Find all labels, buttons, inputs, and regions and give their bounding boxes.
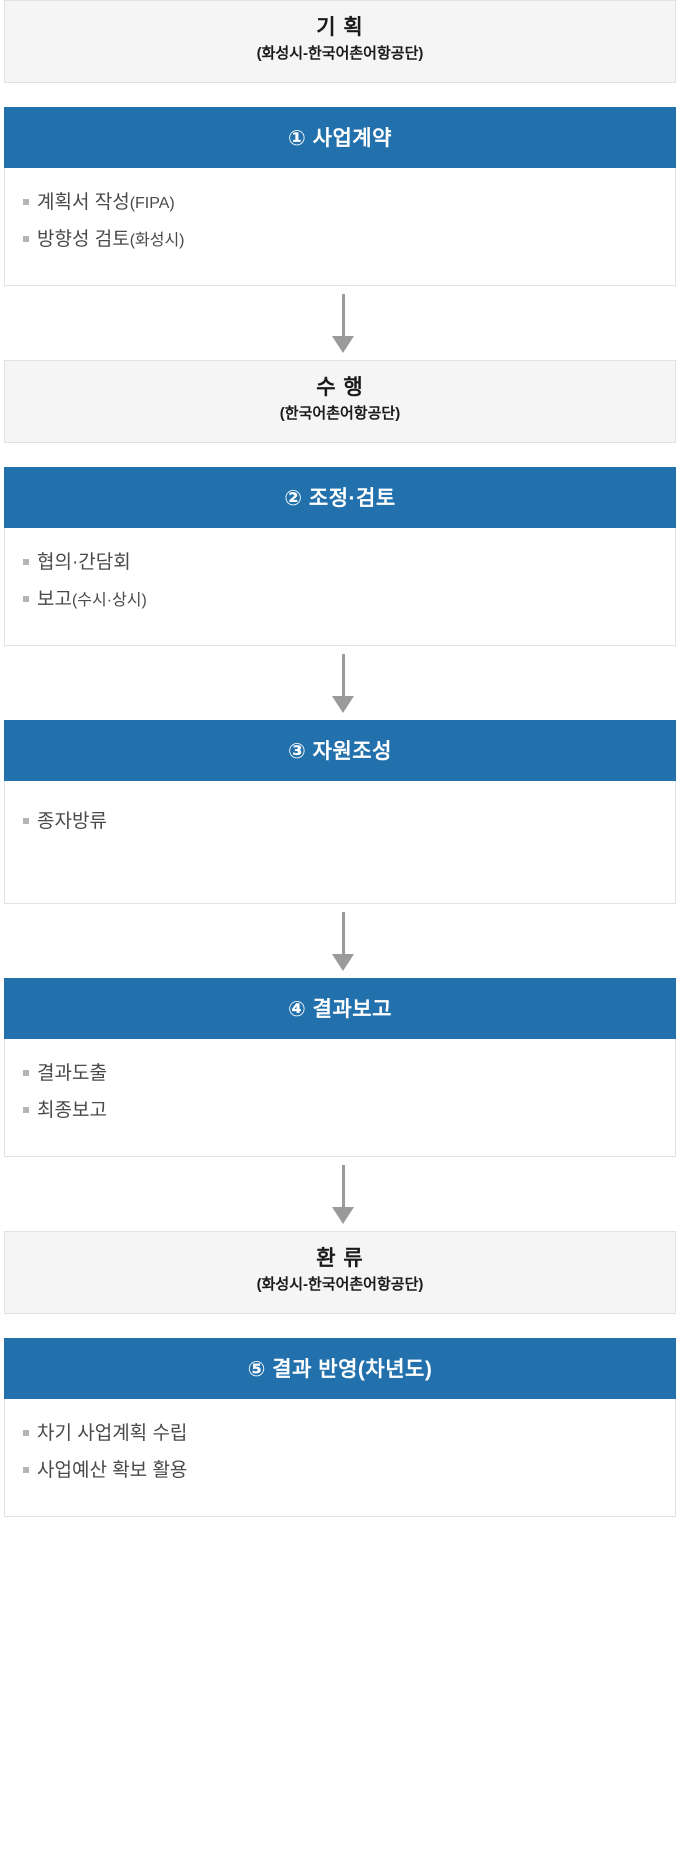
spacer: [0, 1314, 680, 1338]
stage-title: 환 류: [316, 1246, 364, 1270]
flow-connector: [0, 904, 680, 978]
bullet-item: 최종보고: [23, 1092, 675, 1130]
bullet-text: 협의·간담회: [37, 550, 131, 576]
bullet-item: 결과도출: [23, 1055, 675, 1093]
bullet-main-text: 계획서 작성: [37, 191, 130, 213]
square-bullet-icon: [23, 596, 29, 603]
arrow-head: [332, 696, 354, 714]
bullet-text: 종자방류: [37, 809, 107, 835]
step-header: ⑤ 결과 반영(차년도): [4, 1337, 676, 1399]
bullet-main-text: 종자방류: [37, 811, 107, 833]
step-body: 계획서 작성(FIPA) 방향성 검토(화성시): [4, 167, 676, 287]
step-header: ① 사업계약: [4, 106, 676, 168]
step-header: ④ 결과보고: [4, 977, 676, 1039]
stage-box: 수 행 (한국어촌어항공단): [4, 360, 676, 443]
bullet-item: 보고(수시·상시): [23, 581, 675, 619]
spacer: [0, 83, 680, 107]
arrow-down-icon: [332, 1164, 354, 1224]
bullet-text: 최종보고: [37, 1098, 107, 1124]
stage-title: 수 행: [316, 376, 364, 400]
bullet-main-text: 보고: [37, 589, 72, 611]
square-bullet-icon: [23, 1069, 29, 1076]
flow-connector: [0, 286, 680, 360]
step-header: ② 조정·검토: [4, 466, 676, 528]
bullet-main-text: 방향성 검토: [37, 229, 130, 251]
bullet-item: 협의·간담회: [23, 544, 675, 582]
square-bullet-icon: [23, 1107, 29, 1114]
bullet-text: 계획서 작성(FIPA): [37, 190, 175, 216]
bullet-paren-text: (FIPA): [129, 194, 175, 212]
bullet-item: 방향성 검토(화성시): [23, 221, 675, 259]
stage-subtitle: (한국어촌어항공단): [279, 405, 401, 423]
square-bullet-icon: [23, 558, 29, 565]
square-bullet-icon: [23, 236, 29, 243]
bullet-item: 종자방류: [23, 803, 675, 841]
bullet-item: 계획서 작성(FIPA): [23, 184, 675, 222]
stage-box: 기 획 (화성시-한국어촌어항공단): [4, 0, 676, 83]
arrow-head: [332, 1206, 354, 1224]
arrow-down-icon: [332, 294, 354, 354]
bullet-main-text: 사업예산 확보 활용: [37, 1460, 188, 1482]
step-body: 종자방류: [4, 781, 676, 904]
arrow-shaft: [341, 654, 345, 697]
square-bullet-icon: [23, 1467, 29, 1474]
arrow-shaft: [341, 294, 345, 337]
stage-title: 기 획: [316, 16, 364, 39]
bullet-paren-text: (수시·상시): [71, 592, 147, 610]
stage-box: 환 류 (화성시-한국어촌어항공단): [4, 1230, 676, 1314]
square-bullet-icon: [23, 1429, 29, 1436]
bullet-text: 차기 사업계획 수립: [37, 1421, 187, 1447]
bullet-main-text: 협의·간담회: [37, 551, 131, 573]
arrow-shaft: [341, 911, 345, 954]
step-header: ③ 자원조성: [4, 720, 676, 782]
arrow-head: [332, 953, 354, 971]
arrow-shaft: [341, 1164, 345, 1207]
spacer: [0, 443, 680, 467]
bullet-text: 보고(수시·상시): [37, 587, 147, 613]
bullet-main-text: 차기 사업계획 수립: [37, 1422, 188, 1444]
square-bullet-icon: [23, 818, 29, 825]
bullet-text: 결과도출: [37, 1061, 107, 1087]
flow-connector: [0, 646, 680, 720]
bullet-text: 사업예산 확보 활용: [37, 1458, 187, 1484]
flow-connector: [0, 1157, 680, 1231]
bullet-item: 사업예산 확보 활용: [23, 1452, 675, 1490]
bullet-paren-text: (화성시): [129, 232, 185, 250]
stage-subtitle: (화성시-한국어촌어항공단): [256, 45, 424, 63]
square-bullet-icon: [23, 198, 29, 205]
stage-subtitle: (화성시-한국어촌어항공단): [256, 1276, 424, 1294]
bullet-main-text: 최종보고: [37, 1100, 107, 1122]
bullet-main-text: 결과도출: [37, 1062, 107, 1084]
bullet-text: 방향성 검토(화성시): [37, 227, 185, 253]
bullet-item: 차기 사업계획 수립: [23, 1415, 675, 1453]
arrow-down-icon: [332, 654, 354, 714]
arrow-down-icon: [332, 911, 354, 971]
arrow-head: [332, 336, 354, 354]
